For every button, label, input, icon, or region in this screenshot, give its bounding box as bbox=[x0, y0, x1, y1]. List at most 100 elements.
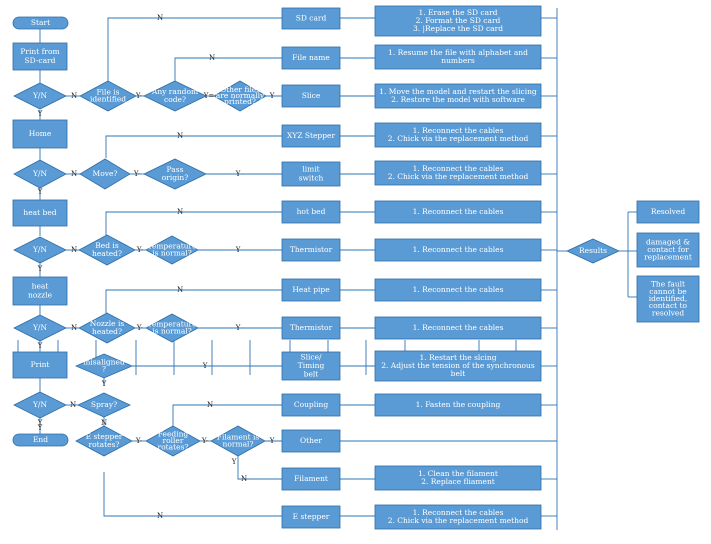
yn-decision-4-text: Y/N bbox=[32, 323, 47, 332]
filament-normal-decision-text: Filament is bbox=[217, 432, 260, 441]
e-stepper-box bbox=[281, 505, 341, 529]
yn-decision-2 bbox=[13, 159, 67, 189]
edge-label: N bbox=[177, 286, 183, 294]
edge-label: N bbox=[157, 14, 163, 22]
action-box-2-text: 1. Resume the file with alphabet and bbox=[388, 48, 528, 57]
connector-lines bbox=[17, 8, 637, 530]
yn-decision-5 bbox=[13, 391, 67, 419]
action-box-1-text: 2. Format the SD card bbox=[416, 16, 501, 25]
other-files-printed-decision-text: are normally bbox=[216, 91, 265, 100]
action-box-5 bbox=[374, 160, 542, 186]
limit-switch-box-text: switch bbox=[299, 174, 324, 183]
resolved-box-text: Resolved bbox=[651, 207, 686, 216]
connector bbox=[237, 456, 282, 480]
action-box-6-text: 1. Reconnect the cables bbox=[413, 207, 504, 216]
action-box-5-text: 2. Chick via the replacement method bbox=[388, 172, 529, 181]
action-box-10-text: 2. Adjust the tension of the synchronous bbox=[381, 361, 535, 370]
sd-card-box bbox=[281, 7, 341, 30]
other-files-printed-decision-text: Other files bbox=[220, 85, 260, 94]
limit-switch-box bbox=[281, 161, 341, 187]
fault-unidentified-box-text: identified, bbox=[649, 294, 688, 303]
coupling-box bbox=[281, 393, 341, 417]
temperature-normal-decision-2-text: is normal? bbox=[152, 326, 192, 335]
file-identified-decision-text: File is bbox=[96, 87, 119, 96]
yn-decision-3 bbox=[13, 236, 67, 264]
fault-unidentified-box bbox=[636, 275, 700, 323]
slice-timing-belt-box-text: Timing bbox=[298, 361, 325, 370]
edge-label: Y bbox=[235, 324, 241, 332]
e-stepper-rotates-decision-text: rotates? bbox=[89, 440, 120, 449]
action-box-8-text: 1. Reconnect the cables bbox=[413, 285, 504, 294]
fault-unidentified-box-text: contact to bbox=[649, 301, 688, 310]
thermistor-box-2 bbox=[281, 316, 341, 340]
edge-label: Y bbox=[202, 362, 208, 370]
other-files-printed-decision bbox=[213, 80, 267, 112]
xyz-stepper-box bbox=[281, 124, 341, 148]
action-box-1-text: 3. |Replace the SD card bbox=[413, 24, 503, 33]
action-box-9 bbox=[374, 316, 542, 340]
slice-timing-belt-box-text: Slice/ bbox=[300, 353, 322, 362]
spray-decision-text: Spray? bbox=[91, 400, 117, 409]
fault-unidentified-box-text: resolved bbox=[652, 308, 684, 317]
end-terminal bbox=[12, 433, 69, 447]
yn-decision-2-text: Y/N bbox=[32, 169, 47, 178]
edge-label: N bbox=[70, 401, 76, 409]
yn-decision-1-text: Y/N bbox=[32, 91, 47, 100]
move-decision-text: Move? bbox=[93, 169, 118, 178]
action-box-3 bbox=[374, 83, 542, 109]
action-box-6 bbox=[374, 200, 542, 224]
edge-label: Y bbox=[269, 437, 275, 445]
thermistor-box-1-text: Thermistor bbox=[290, 245, 333, 254]
heat-bed-box-text: heat bed bbox=[23, 208, 56, 217]
edge-label: N bbox=[207, 401, 213, 409]
other-box bbox=[281, 429, 341, 453]
feeding-roller-decision-text: roller bbox=[163, 436, 184, 445]
action-box-7-text: 1. Reconnect the cables bbox=[413, 245, 504, 254]
edge-label: N bbox=[71, 324, 77, 332]
e-stepper-rotates-decision bbox=[75, 425, 133, 457]
pass-origin-decision-text: origin? bbox=[162, 173, 189, 182]
home-box-text: Home bbox=[29, 129, 52, 138]
end-terminal-text: End bbox=[33, 435, 48, 444]
yn-decision-4 bbox=[13, 314, 67, 342]
action-box-12-text: 1. Clean the filament bbox=[418, 469, 498, 478]
edge-label: Y- bbox=[133, 170, 141, 178]
yn-decision-1 bbox=[13, 82, 67, 110]
filament-box-text: Filament bbox=[294, 474, 328, 483]
slice-timing-belt-box bbox=[281, 351, 341, 381]
results-decision-text: Results bbox=[579, 246, 607, 255]
edge-label: Y- bbox=[135, 92, 143, 100]
edge-label: Y bbox=[37, 110, 43, 118]
file-identified-decision-text: identified bbox=[90, 95, 126, 104]
action-box-13 bbox=[374, 504, 542, 530]
thermistor-box-2-text: Thermistor bbox=[290, 323, 333, 332]
damaged-contact-box-text: damaged & bbox=[646, 238, 690, 247]
connector bbox=[105, 289, 282, 313]
results-decision bbox=[566, 238, 620, 264]
action-box-4-text: 1. Reconnect the cables bbox=[413, 126, 504, 135]
action-box-1 bbox=[374, 5, 542, 37]
print-from-sd-card-box-text: SD-card bbox=[25, 56, 56, 65]
temperature-normal-decision-1-text: is normal? bbox=[152, 248, 192, 257]
misaligned-decision-text: misaligned bbox=[83, 357, 125, 366]
action-box-2-text: numbers bbox=[441, 56, 475, 65]
connector bbox=[174, 57, 282, 81]
sd-card-box-text: SD card bbox=[296, 14, 327, 23]
action-box-8 bbox=[374, 278, 542, 302]
spray-decision bbox=[77, 392, 131, 418]
edge-label: Y bbox=[37, 424, 43, 432]
file-name-box-text: File name bbox=[292, 53, 330, 62]
connector bbox=[172, 404, 282, 428]
action-box-3-text: 1. Move the model and restart the slicin… bbox=[379, 87, 537, 96]
heat-nozzle-box-text: nozzle bbox=[28, 291, 53, 300]
hot-bed-box-text: hot bed bbox=[297, 207, 326, 216]
damaged-contact-box-text: replacement bbox=[644, 252, 692, 261]
filament-normal-decision bbox=[210, 425, 266, 457]
filament-normal-decision-text: normal? bbox=[223, 440, 254, 449]
action-box-4-text: 2. Chick via the replacement method bbox=[388, 134, 529, 143]
print-from-sd-card-box-text: Print from bbox=[20, 47, 59, 56]
temperature-normal-decision-1-text: Temperature bbox=[147, 242, 197, 251]
slice-timing-belt-box-text: belt bbox=[304, 369, 319, 378]
print-from-sd-card-box bbox=[12, 42, 68, 71]
action-box-11 bbox=[374, 393, 542, 417]
